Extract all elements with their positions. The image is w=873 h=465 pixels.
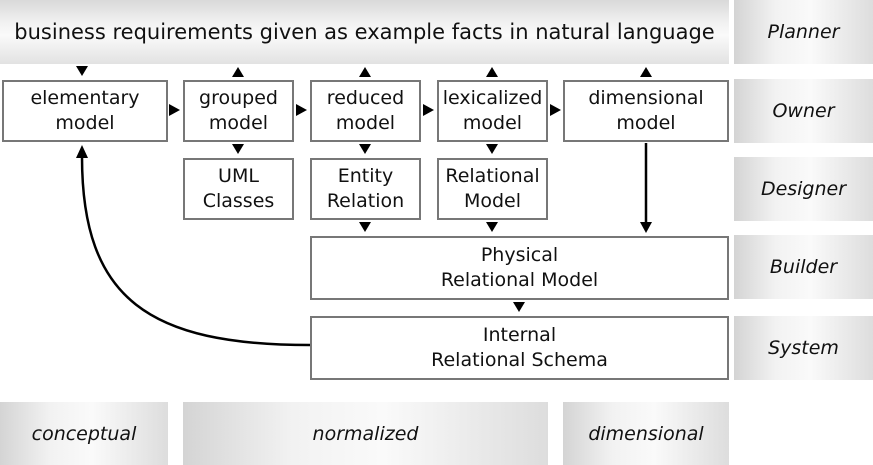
arrow-down-relational-to-physical — [486, 222, 498, 232]
grouped-model-box: grouped model — [183, 80, 294, 142]
internal-relational-schema-box: Internal Relational Schema — [310, 316, 729, 380]
side-band-system — [734, 316, 873, 380]
row-label-owner: Owner — [772, 100, 835, 122]
arrow-up-reduced — [359, 67, 371, 77]
column-label-normalized: normalized — [312, 422, 419, 445]
arrow-down-er-to-physical — [359, 222, 371, 232]
row-label-planner: Planner — [767, 21, 840, 43]
arrow-right-to-lexicalized — [423, 104, 434, 116]
bottom-band-normalized — [183, 402, 548, 465]
side-band-planner — [734, 0, 873, 64]
arrow-right-to-grouped — [169, 104, 180, 116]
lexicalized-model-box: lexicalized model — [437, 80, 548, 142]
arrow-down-elementary — [76, 66, 88, 76]
column-label-dimensional: dimensional — [588, 422, 704, 445]
arrow-down-physical-to-internal — [513, 302, 525, 312]
curve-internal-to-elementary — [80, 156, 311, 347]
business-requirements-banner: business requirements given as example f… — [14, 20, 715, 44]
arrow-right-to-reduced — [296, 104, 307, 116]
arrow-up-dimensional — [640, 67, 652, 77]
row-label-designer: Designer — [760, 178, 847, 200]
dimensional-model-box: dimensional model — [563, 80, 729, 142]
arrow-down-uml — [232, 144, 244, 154]
physical-relational-model-box: Physical Relational Model — [310, 236, 729, 300]
column-label-conceptual: conceptual — [31, 422, 137, 445]
side-band-builder — [734, 235, 873, 299]
row-label-system: System — [768, 337, 839, 359]
banner-background — [0, 0, 729, 64]
arrow-up-grouped — [232, 67, 244, 77]
entity-relation-box: Entity Relation — [310, 158, 421, 220]
arrow-up-lexicalized — [486, 67, 498, 77]
uml-classes-box: UML Classes — [183, 158, 294, 220]
arrow-down-er — [359, 144, 371, 154]
side-band-designer — [734, 157, 873, 221]
relational-model-box: Relational Model — [437, 158, 548, 220]
arrow-down-relational — [486, 144, 498, 154]
side-band-owner — [734, 79, 873, 143]
arrow-down-dimensional-to-physical — [640, 222, 652, 233]
arrow-up-into-elementary — [76, 145, 88, 158]
arrow-right-to-dimensional — [550, 104, 561, 116]
elementary-model-box: elementary model — [2, 80, 168, 142]
bottom-band-conceptual — [0, 402, 168, 465]
reduced-model-box: reduced model — [310, 80, 421, 142]
bottom-band-dimensional — [563, 402, 729, 465]
row-label-builder: Builder — [769, 256, 838, 278]
